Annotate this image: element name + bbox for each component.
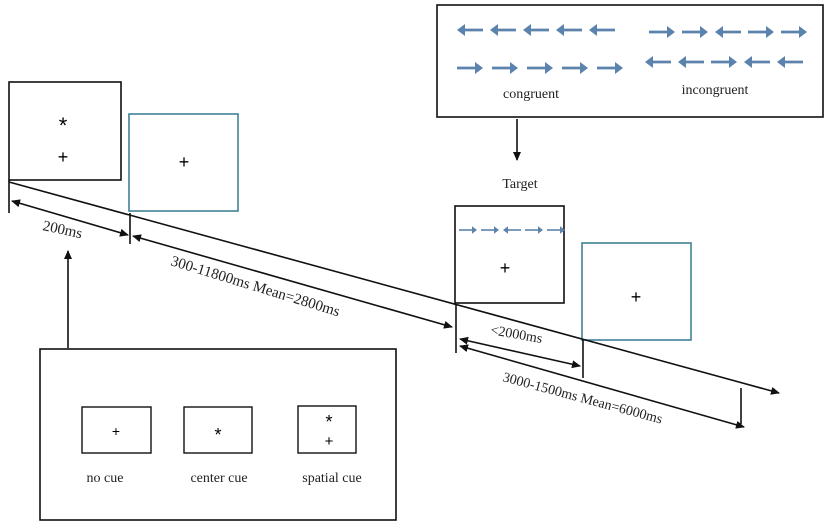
fixation-screen [128,113,239,212]
cue-duration-label: 200ms [41,218,84,242]
spatial-cue-screen [297,405,357,454]
flanker-arrowhead-left [490,24,498,36]
center-cue-asterisk: * [214,425,221,445]
iti-fixation-cross: + [631,287,642,307]
flanker-examples-box [436,4,824,118]
flanker-arrowhead-right [580,62,588,74]
incongruent-top-arrow-row [649,26,807,38]
flanker-arrowhead-left [457,24,465,36]
fixation-duration-label: 300-11800ms Mean=2800ms [169,254,342,321]
center-cue-label: center cue [190,471,247,486]
iti-fixation-screen [581,242,692,341]
incongruent-bottom-arrow-row [645,56,803,68]
no-cue-screen [81,406,152,454]
flanker-arrowhead-left [645,56,653,68]
cue-types-box [39,348,397,521]
target-flanker-arrows [459,226,565,234]
timeline-arrow [8,181,780,395]
flanker-arrowhead-left [589,24,597,36]
flanker-arrowhead-right [766,26,774,38]
flanker-arrowhead-left [777,56,785,68]
flanker-arrowhead-right [799,26,807,38]
iti-duration-arrow [459,344,745,429]
iti-duration-label: 3000-1500ms Mean=6000ms [501,370,664,427]
fixation-cross: + [179,152,190,172]
spatial-cue-asterisk: * [325,412,332,432]
flanker-arrowhead-right [494,226,499,234]
flanker-arrowhead-left [503,226,508,234]
flanker-arrowhead-left [556,24,564,36]
flanker-arrowhead-right [729,56,737,68]
no-cue-fixation: + [112,423,120,439]
fixation-duration-arrow [132,234,453,329]
flanker-arrowhead-left [744,56,752,68]
flanker-arrowhead-left [523,24,531,36]
flanker-arrowhead-right [560,226,565,234]
spatial-cue-label: spatial cue [302,471,361,486]
flanker-arrowhead-right [700,26,708,38]
congruent-label: congruent [503,87,559,102]
incongruent-label: incongruent [682,83,749,98]
no-cue-label: no cue [87,471,124,486]
flanker-arrowhead-right [538,226,543,234]
cue-duration-arrow [11,199,129,237]
congruent-bottom-arrow-row [457,62,623,74]
target-screen-fixation: + [500,258,511,278]
congruent-top-arrow-row [457,24,615,36]
spatial-cue-fixation: + [325,433,334,450]
target-screen [454,205,565,304]
cue-screen [8,81,122,181]
flanker-arrowhead-right [475,62,483,74]
flanker-arrowhead-left [678,56,686,68]
center-cue-screen [183,406,253,454]
cue-screen-fixation: + [58,147,69,167]
flanker-arrowhead-left [715,26,723,38]
cue-asterisk: * [59,113,68,138]
flanker-arrowhead-right [667,26,675,38]
flanker-arrowhead-right [545,62,553,74]
flanker-arrowhead-right [615,62,623,74]
flanker-arrowhead-right [472,226,477,234]
target-label: Target [502,177,537,192]
flanker-arrowhead-right [510,62,518,74]
